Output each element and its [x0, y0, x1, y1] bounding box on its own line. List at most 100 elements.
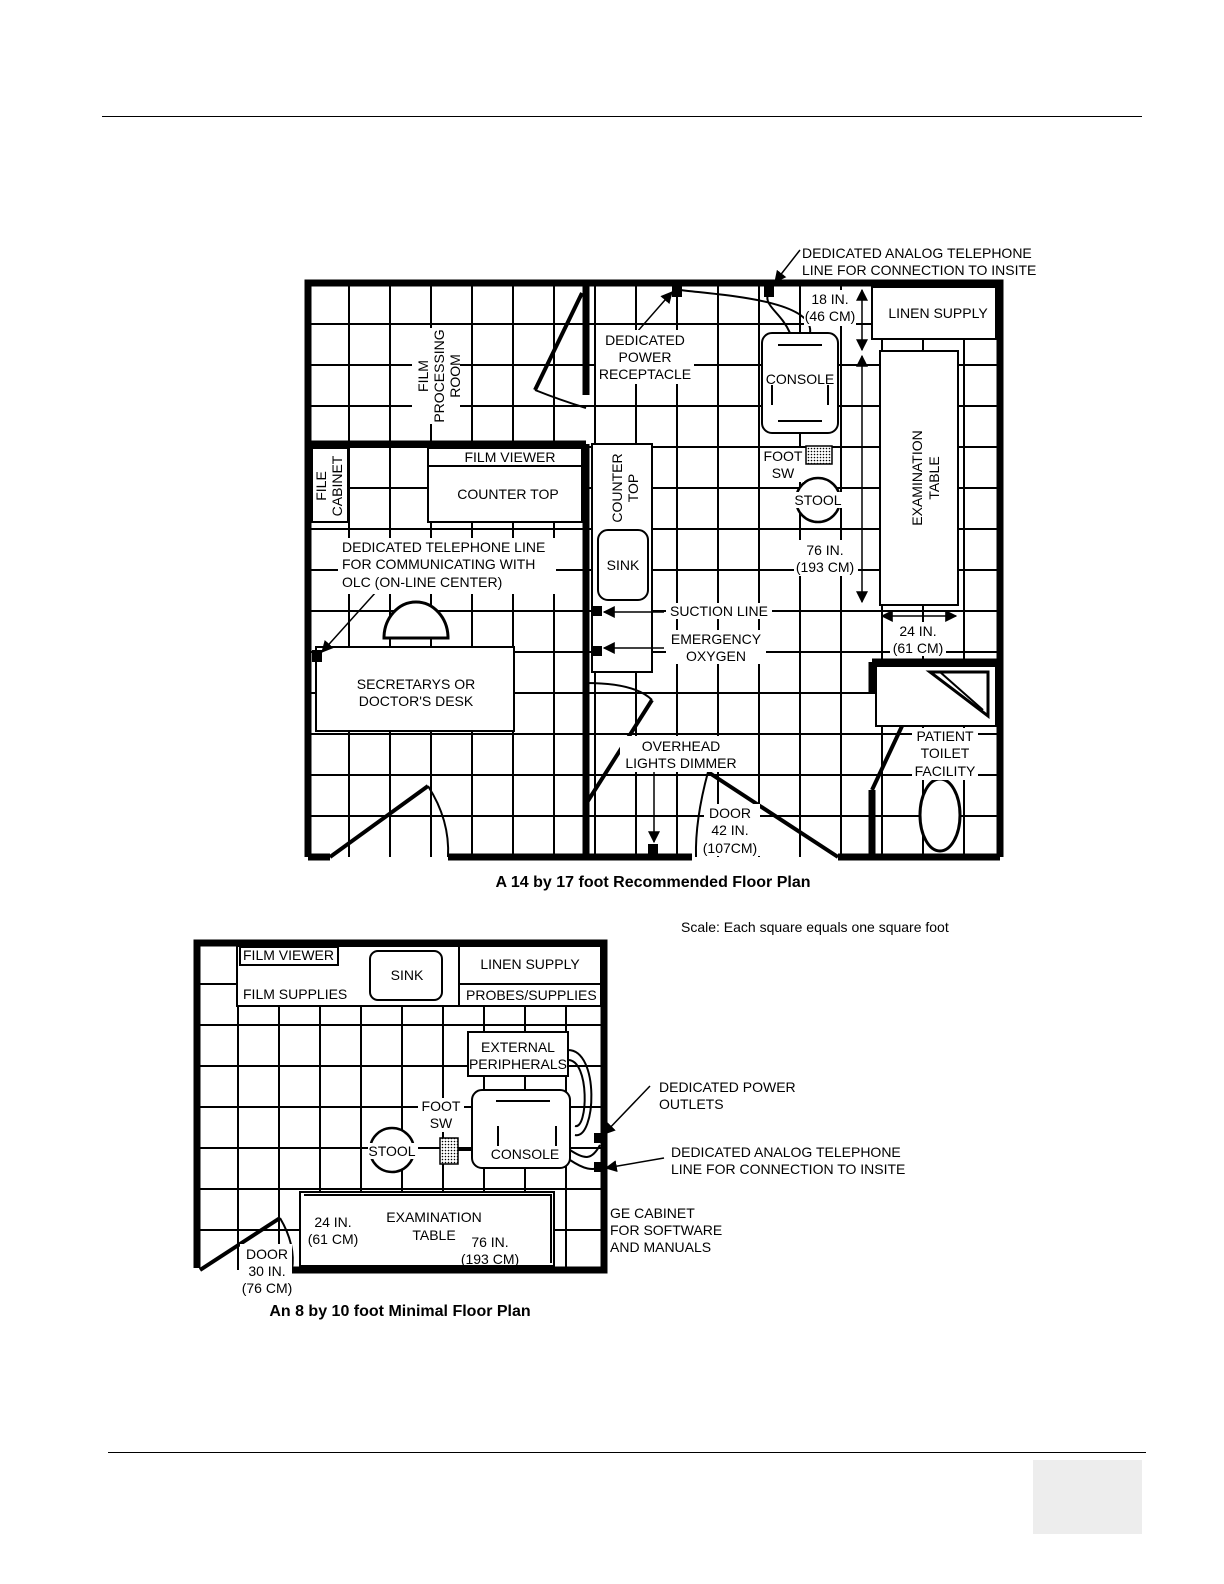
plan1-console-label: CONSOLE: [766, 371, 834, 387]
plan1-overhead-lights-label-1: OVERHEAD: [642, 738, 721, 754]
plan1-counter-vertical-label-2: TOP: [625, 474, 641, 503]
plan1-door-label-1: DOOR: [709, 805, 751, 821]
plan1-power-receptacle-label-2: POWER: [619, 349, 672, 365]
plan1-film-processing-label-2: PROCESSING: [431, 329, 447, 422]
plan2-stool-label: STOOL: [368, 1143, 415, 1159]
plan1-overhead-lights-label-2: LIGHTS DIMMER: [625, 755, 736, 771]
header-rule: [102, 116, 1142, 117]
plan2-door-label-1: DOOR: [246, 1246, 288, 1262]
plan1-dim-76-label-1: 76 IN.: [806, 542, 843, 558]
plan1-exam-table-box: [879, 350, 959, 606]
plan2-dim-76-label-2: (193 CM): [461, 1251, 519, 1267]
plan2-leaders: [603, 1085, 665, 1173]
plan2-linen-supply-label: LINEN SUPPLY: [480, 956, 580, 972]
plan2-sink-label: SINK: [391, 967, 424, 983]
plan2-ge-cabinet-label-2: FOR SOFTWARE: [610, 1222, 722, 1238]
plan2-details: [239, 946, 601, 1263]
plan1-dedicated-phone-label-2: FOR COMMUNICATING WITH: [342, 556, 535, 572]
plan2-ge-cabinet-label-3: AND MANUALS: [610, 1239, 711, 1255]
plan1-film-processing-label-3: ROOM: [447, 354, 463, 398]
plan2-walls: [193, 939, 608, 1274]
plan1-floor-plan: DEDICATED ANALOG TELEPHONE LINE FOR CONN…: [304, 245, 1036, 891]
plan1-power-receptacle-label-3: RECEPTACLE: [599, 366, 691, 382]
plan2-furniture: [236, 945, 602, 1267]
plan1-counter-top-box: [427, 447, 583, 523]
plan2-dim-24-label-2: (61 CM): [308, 1231, 359, 1247]
plan1-exam-table-label-2: TABLE: [926, 456, 942, 499]
plan2-caption: An 8 by 10 foot Minimal Floor Plan: [269, 1303, 530, 1320]
scale-note: Scale: Each square equals one square foo…: [681, 919, 949, 935]
plan2-foot-sw-label-2: SW: [430, 1115, 453, 1131]
plan1-emergency-oxygen-label-1: EMERGENCY: [671, 631, 762, 647]
plan1-analog-phone-label-2: LINE FOR CONNECTION TO INSITE: [802, 262, 1036, 278]
plan1-furniture: [311, 286, 997, 732]
plan1-desk-label-2: DOCTOR'S DESK: [359, 693, 474, 709]
plan1-leaders: [321, 249, 958, 844]
plan1-dedicated-phone-label-3: OLC (ON-LINE CENTER): [342, 574, 502, 590]
plan1-console-box: [761, 332, 839, 434]
plan1-foot-switch: [805, 445, 833, 465]
plan2-floor-plan: FILM VIEWER SINK LINEN SUPPLY FILM SUPPL…: [193, 939, 905, 1320]
plan1-suction-line-label: SUCTION LINE: [670, 603, 768, 619]
plan1-desk-label-1: SECRETARYS OR: [357, 676, 476, 692]
plan1-door-label-2: 42 IN.: [711, 822, 748, 838]
plan1-linen-supply-label: LINEN SUPPLY: [888, 305, 988, 321]
plan2-exam-table-label-1: EXAMINATION: [386, 1209, 481, 1225]
plan2-peripherals-label-1: EXTERNAL: [481, 1039, 555, 1055]
footer-rule: [108, 1452, 1146, 1453]
plan2-power-outlets-label-2: OUTLETS: [659, 1096, 724, 1112]
plan1-linen-supply-box: [871, 286, 997, 340]
plan1-caption: A 14 by 17 foot Recommended Floor Plan: [495, 874, 810, 891]
plan2-analog-phone-label-1: DEDICATED ANALOG TELEPHONE: [671, 1144, 901, 1160]
plan1-dim-24-label-1: 24 IN.: [899, 623, 936, 639]
plan1-dim-76-label-2: (193 CM): [796, 559, 854, 575]
plan1-patient-toilet-label-2: TOILET: [921, 745, 970, 761]
plan1-dim-24-label-2: (61 CM): [893, 640, 944, 656]
plan2-power-outlets-label-1: DEDICATED POWER: [659, 1079, 796, 1095]
plan1-desk-box: [315, 646, 515, 732]
plan1-foot-sw-label-1: FOOT: [764, 448, 803, 464]
plan2-probes-supplies-label: PROBES/SUPPLIES: [466, 987, 597, 1003]
plan1-sink-label: SINK: [607, 557, 640, 573]
plan2-door-label-2: 30 IN.: [248, 1263, 285, 1279]
page-number-box: [1033, 1460, 1142, 1534]
plan2-exam-table-label-2: TABLE: [412, 1227, 455, 1243]
plan1-outlets: [312, 285, 774, 856]
plan1-chair-icon: [382, 600, 450, 640]
plan1-file-cabinet-label-2: CABINET: [329, 455, 345, 516]
plan1-file-cabinet-label-1: FILE: [313, 471, 329, 501]
plan1-walls: [304, 279, 1004, 861]
plan2-analog-phone-label-2: LINE FOR CONNECTION TO INSITE: [671, 1161, 905, 1177]
plan2-dim-76-label-1: 76 IN.: [471, 1234, 508, 1250]
plan2-ge-cabinet-label-1: GE CABINET: [610, 1205, 695, 1221]
plan1-power-receptacle-label-1: DEDICATED: [605, 332, 685, 348]
plan1-foot-sw-label-2: SW: [772, 465, 795, 481]
plan2-foot-switch: [439, 1137, 459, 1165]
plan2-foot-sw-label-1: FOOT: [422, 1098, 461, 1114]
plan1-dim-18-label-1: 18 IN.: [811, 291, 848, 307]
plan2-peripherals-label-2: PERIPHERALS: [469, 1056, 567, 1072]
plan2-console-label: CONSOLE: [491, 1146, 559, 1162]
plan1-patient-toilet-label-3: FACILITY: [915, 763, 976, 779]
plan1-sink-box: [597, 529, 649, 601]
plan1-dim-18-label-2: (46 CM): [805, 308, 856, 324]
plan1-counter-vertical-label-1: COUNTER: [609, 453, 625, 522]
plan2-door-label-3: (76 CM): [242, 1280, 293, 1296]
plan1-emergency-oxygen-label-2: OXYGEN: [686, 648, 746, 664]
plan1-counter-top-label: COUNTER TOP: [457, 486, 558, 502]
plan1-exam-table-label-1: EXAMINATION: [909, 430, 925, 525]
plan1-film-processing-label-1: FILM: [415, 360, 431, 392]
plan1-doors: [328, 292, 920, 859]
plan2-film-supplies-label: FILM SUPPLIES: [243, 986, 347, 1002]
plan1-patient-toilet-label-1: PATIENT: [916, 728, 973, 744]
plan1-door-label-3: (107CM): [703, 840, 757, 856]
plan1-film-viewer-label: FILM VIEWER: [464, 449, 555, 465]
plan1-stool-label: STOOL: [794, 492, 841, 508]
plan2-film-viewer-label: FILM VIEWER: [243, 947, 334, 963]
plan1-analog-phone-label-1: DEDICATED ANALOG TELEPHONE: [802, 245, 1032, 261]
plan1-dedicated-phone-label-1: DEDICATED TELEPHONE LINE: [342, 539, 545, 555]
plan1-toilet-icon: [918, 670, 990, 853]
plan2-dim-24-label-1: 24 IN.: [314, 1214, 351, 1230]
plan2-outlets: [594, 1133, 602, 1172]
